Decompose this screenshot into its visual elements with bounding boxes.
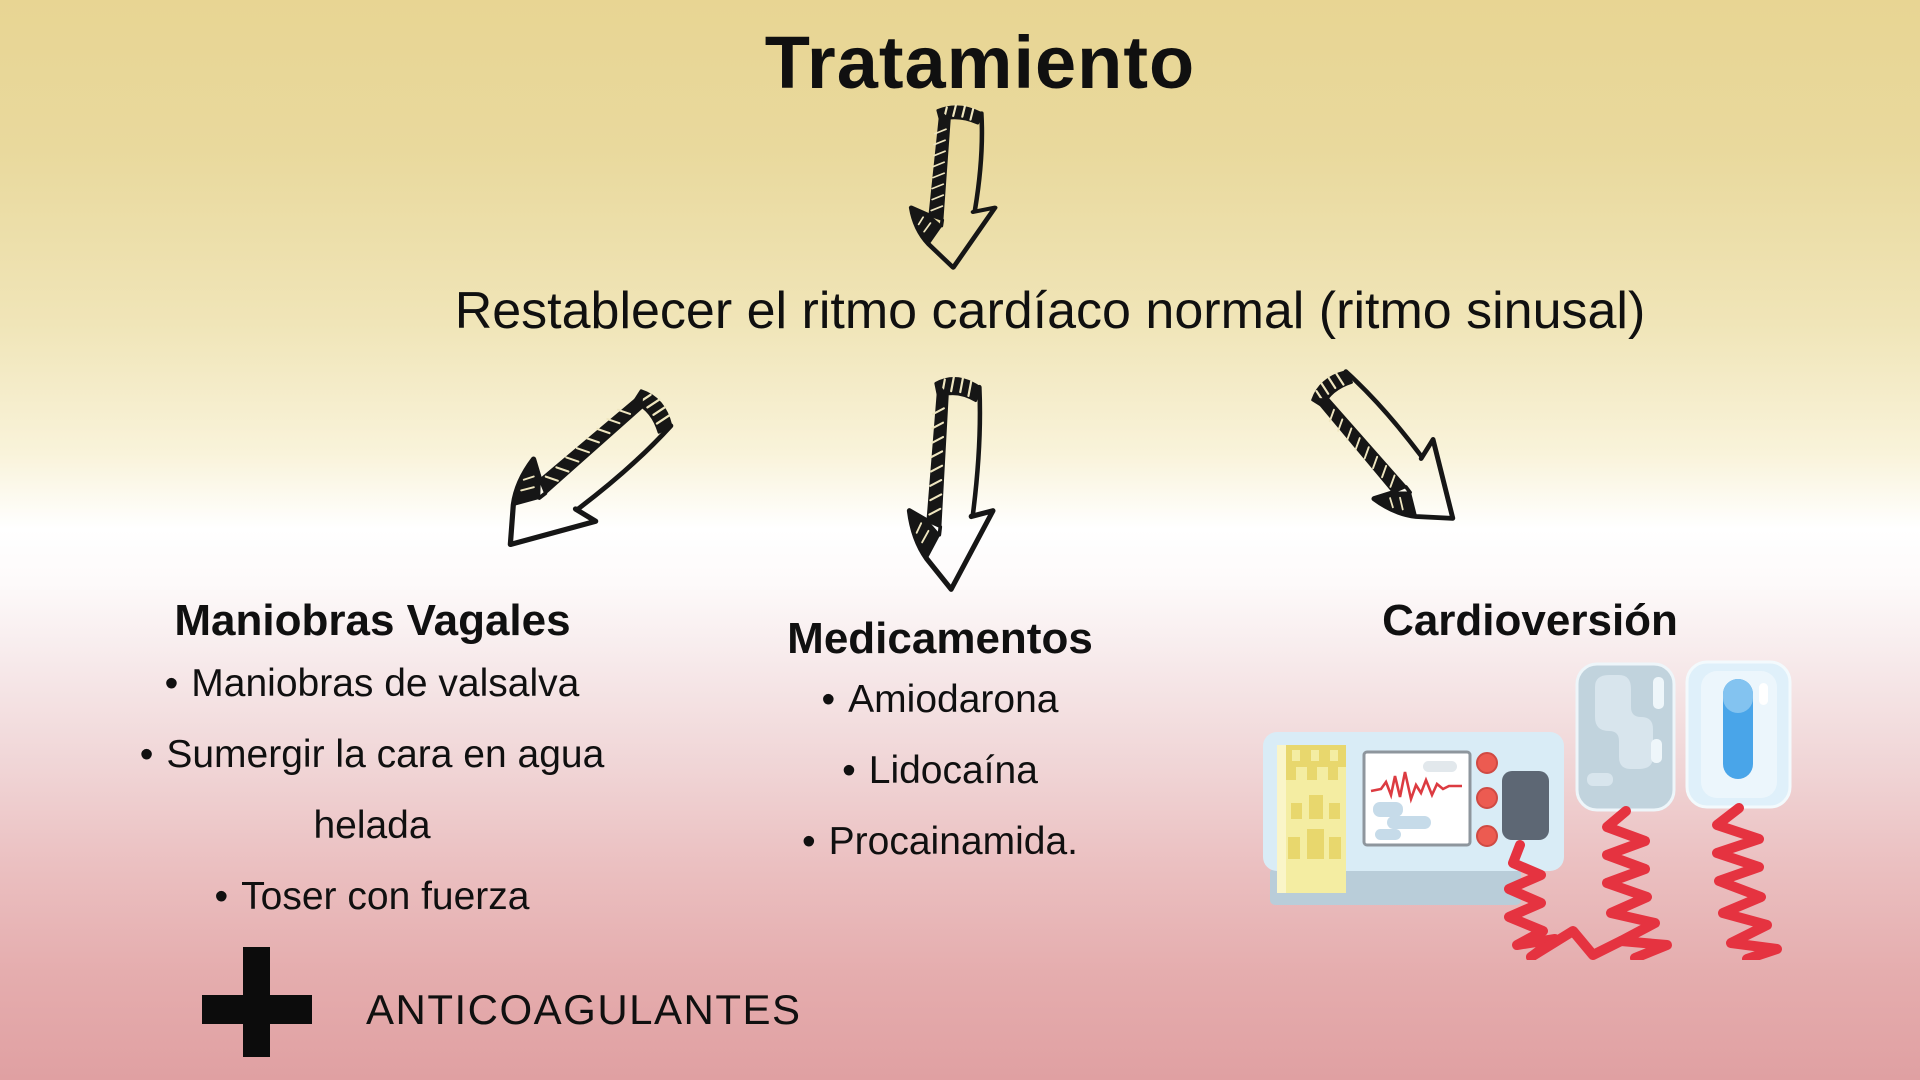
list-item: •Sumergir la cara en agua helada — [139, 733, 605, 847]
plus-icon — [202, 947, 312, 1057]
bullet-icon: • — [821, 678, 836, 721]
sketch-down-arrow-from-title-icon — [905, 100, 1005, 272]
column-heading-medicamentos: Medicamentos — [787, 614, 1093, 663]
subtitle: Restablecer el ritmo cardíaco normal (ri… — [454, 282, 1646, 340]
bullet-icon: • — [842, 749, 856, 792]
list-item: •Toser con fuerza — [214, 875, 530, 918]
bullet-icon: • — [139, 733, 154, 776]
page-title: Tratamiento — [764, 21, 1196, 104]
anticoagulants-label: ANTICOAGULANTES — [366, 986, 802, 1033]
maniobras-vagales-list: •Maniobras de valsalva •Sumergir la cara… — [112, 648, 632, 932]
list-item: •Maniobras de valsalva — [164, 662, 580, 705]
list-item: •Lidocaína — [842, 749, 1038, 792]
bullet-icon: • — [802, 820, 816, 863]
bullet-icon: • — [214, 875, 229, 918]
sketch-down-arrow-icon — [903, 370, 1003, 595]
sketch-down-right-arrow-icon — [1281, 344, 1493, 556]
list-item: •Amiodarona — [821, 678, 1059, 721]
sketch-down-left-arrow-icon — [471, 357, 701, 587]
medicamentos-list: •Amiodarona •Lidocaína •Procainamida. — [720, 664, 1160, 877]
column-heading-maniobras-vagales: Maniobras Vagales — [174, 596, 571, 645]
defibrillator-illustration — [1263, 660, 1792, 960]
bullet-icon: • — [164, 662, 179, 705]
list-item: •Procainamida. — [802, 820, 1078, 863]
column-heading-cardioversion: Cardioversión — [1382, 596, 1678, 645]
